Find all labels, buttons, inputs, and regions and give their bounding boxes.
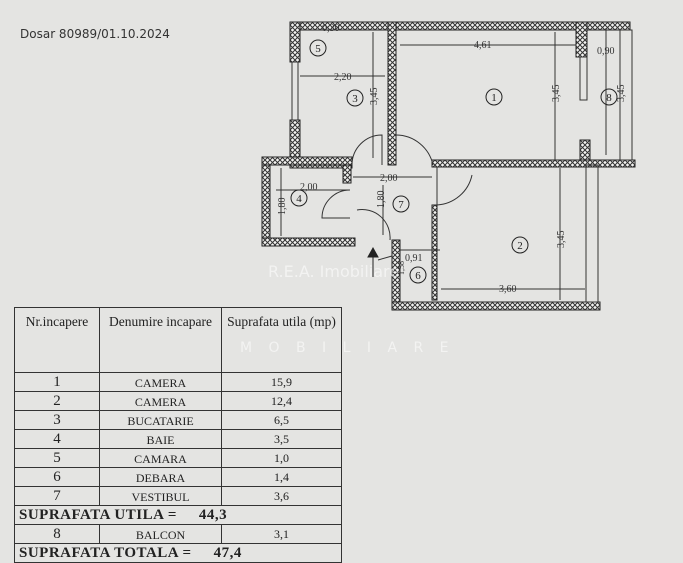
- room-name: DEBARA: [99, 467, 222, 487]
- room-name: BALCON: [99, 524, 222, 544]
- dim-label: 3,45: [551, 85, 562, 103]
- useful-area-total: SUPRAFATA UTILA = 44,3: [14, 505, 342, 525]
- room-area: 3,5: [221, 429, 342, 449]
- room-area: 1,0: [221, 448, 342, 468]
- room-number: 4: [296, 193, 302, 205]
- room-area: 6,5: [221, 410, 342, 430]
- room-number: 8: [606, 92, 612, 104]
- room-nr: 8: [14, 524, 100, 544]
- room-name: BUCATARIE: [99, 410, 222, 430]
- entrance-arrow-icon: [367, 246, 379, 277]
- watermark-text: R.E.A. Imobiliare: [268, 262, 400, 281]
- header-area: Suprafata utila (mp): [221, 307, 342, 373]
- room-name: VESTIBUL: [99, 486, 222, 506]
- dim-label: 1,58: [397, 261, 406, 275]
- room-number: 5: [315, 43, 321, 55]
- room-markers: 1 2 3 4 5 6 7 8: [290, 39, 618, 284]
- dim-label: 0,90: [597, 46, 615, 57]
- room-number: 7: [398, 199, 404, 211]
- room-name: BAIE: [99, 429, 222, 449]
- room-area: 3,6: [221, 486, 342, 506]
- dim-label: 3,45: [616, 85, 627, 103]
- dim-label: 2,00: [380, 173, 398, 184]
- header-nr: Nr.incapere: [14, 307, 100, 373]
- watermark-subtext: M O B I L I A R E: [240, 340, 455, 356]
- room-area: 12,4: [221, 391, 342, 411]
- room-number: 1: [491, 92, 497, 104]
- room-area: 1,4: [221, 467, 342, 487]
- dim-label: 1,80: [376, 191, 387, 209]
- total-label: SUPRAFATA TOTALA =: [19, 544, 192, 561]
- total-value: 44,3: [198, 506, 228, 523]
- file-number: Dosar 80989/01.10.2024: [20, 27, 170, 41]
- dim-label: 0,91: [405, 253, 423, 264]
- dim-label: 3,45: [369, 88, 380, 106]
- room-nr: 5: [14, 448, 100, 468]
- room-number: 2: [517, 240, 523, 252]
- dimension-labels: 0,30 2,20 3,45 4,61 0,90 3,45 3,45 2,00 …: [277, 23, 627, 295]
- total-area: SUPRAFATA TOTALA = 47,4: [14, 543, 342, 563]
- room-number: 6: [415, 270, 421, 282]
- room-nr: 7: [14, 486, 100, 506]
- dim-label: 4,61: [474, 40, 492, 51]
- room-number: 3: [352, 93, 358, 105]
- room-nr: 4: [14, 429, 100, 449]
- dim-label: 3,45: [556, 231, 567, 249]
- room-area: 15,9: [221, 372, 342, 392]
- walls: [261, 21, 636, 311]
- header-name: Denumire incapare: [99, 307, 222, 373]
- room-nr: 6: [14, 467, 100, 487]
- dim-label: 2,20: [334, 72, 352, 83]
- room-nr: 3: [14, 410, 100, 430]
- dim-label: 1,80: [277, 198, 288, 216]
- room-nr: 1: [14, 372, 100, 392]
- room-area: 3,1: [221, 524, 342, 544]
- dim-label: 3,60: [499, 284, 517, 295]
- room-name: CAMERA: [99, 391, 222, 411]
- dim-label: 0,30: [322, 23, 340, 34]
- total-value: 47,4: [213, 544, 242, 561]
- room-name: CAMARA: [99, 448, 222, 468]
- room-nr: 2: [14, 391, 100, 411]
- room-name: CAMERA: [99, 372, 222, 392]
- total-label: SUPRAFATA UTILA =: [19, 506, 177, 523]
- area-table: Nr.incapere Denumire incapare Suprafata …: [14, 307, 342, 563]
- dim-label: 2,00: [300, 182, 318, 193]
